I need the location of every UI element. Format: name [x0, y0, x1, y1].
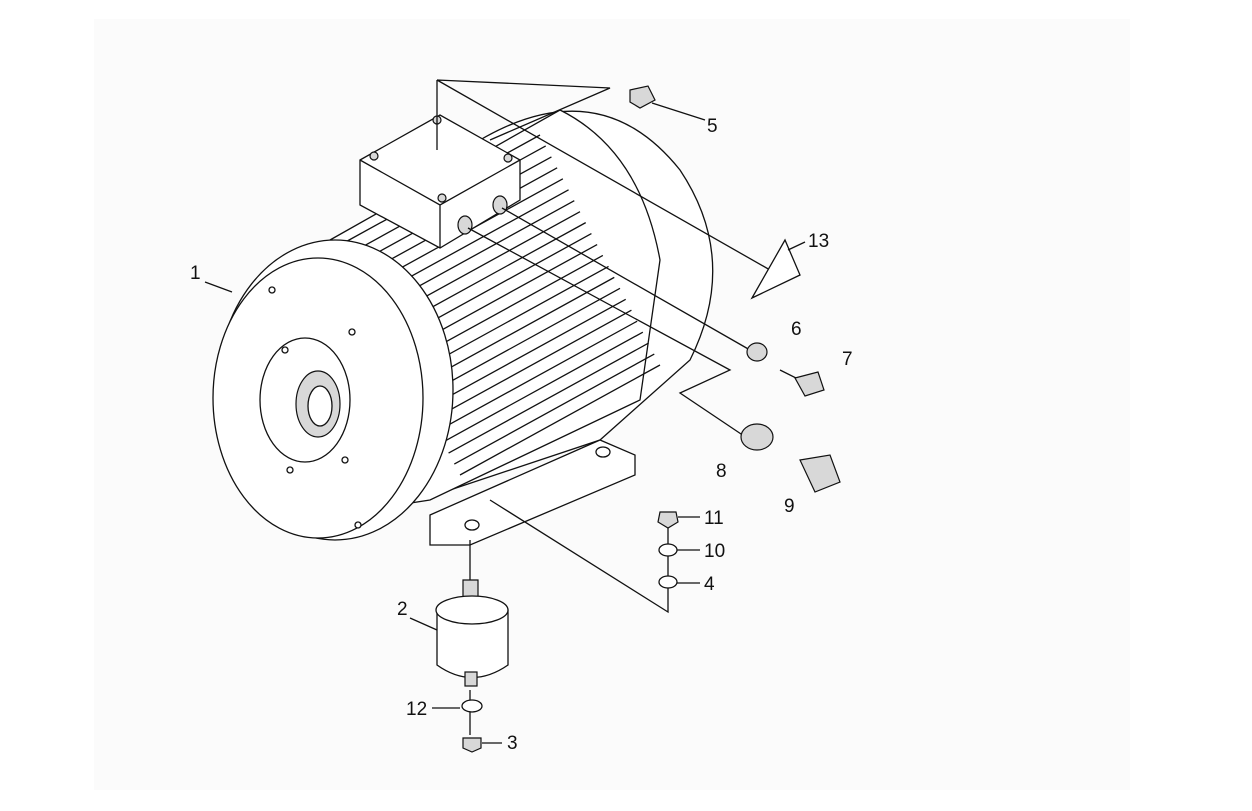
nut-11 [657, 511, 679, 529]
callout-9: 9 [784, 496, 795, 517]
motor-foot [429, 439, 636, 546]
spring-washer-10 [658, 543, 678, 557]
cooling-fin [459, 364, 661, 476]
callout-11: 11 [704, 508, 724, 529]
cooling-fin [442, 331, 644, 443]
terminal-box [359, 114, 521, 249]
motor-body [212, 109, 714, 546]
washer-12 [461, 699, 483, 713]
callout-2: 2 [397, 599, 408, 620]
cable-gland-7 [794, 371, 825, 397]
washer-4 [658, 575, 678, 589]
callout-7: 7 [842, 349, 853, 370]
callout-1: 1 [190, 263, 201, 284]
callout-4: 4 [704, 574, 715, 595]
callout-5: 5 [707, 116, 718, 137]
cooling-fin [453, 353, 655, 465]
leader-lines [204, 79, 811, 735]
nut-3 [462, 737, 482, 753]
callout-12: 12 [406, 699, 427, 720]
callout-labels: 1 2 3 4 5 6 7 8 9 10 11 12 13 [190, 102, 853, 754]
callout-3: 3 [507, 733, 518, 754]
reducer-8 [740, 423, 774, 451]
reducer-6 [746, 342, 768, 362]
callout-8: 8 [716, 461, 727, 482]
cooling-fin [431, 309, 632, 421]
callout-10: 10 [704, 541, 725, 562]
callout-13: 13 [808, 231, 829, 252]
parts [435, 85, 841, 753]
plug-5 [629, 85, 656, 109]
cooling-fin [425, 298, 627, 410]
callout-6: 6 [791, 319, 802, 340]
cooling-fin [448, 342, 649, 454]
cable-gland-9 [799, 454, 841, 493]
warning-label-13 [750, 238, 801, 300]
cooling-fin [436, 320, 638, 432]
